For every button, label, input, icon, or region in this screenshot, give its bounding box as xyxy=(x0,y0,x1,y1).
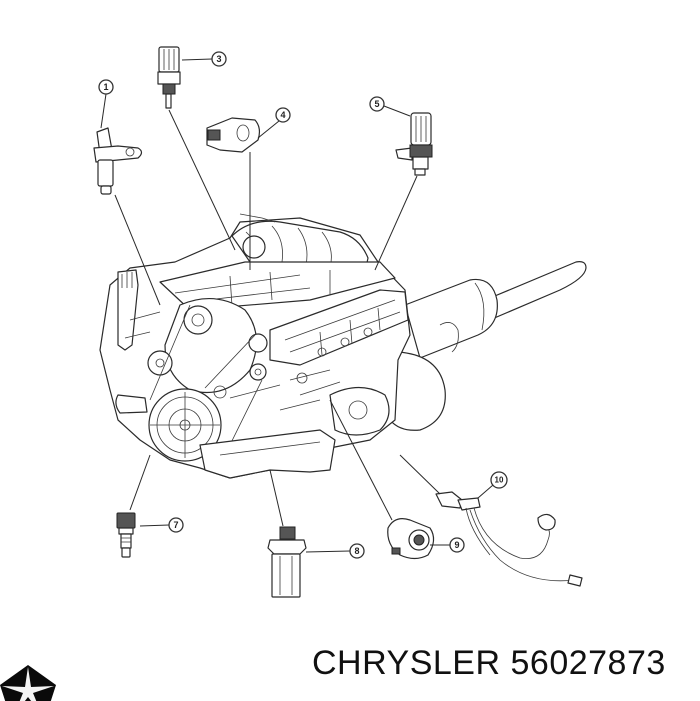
sensor-3-illustration xyxy=(157,46,181,109)
sensor-8-illustration xyxy=(267,526,307,598)
svg-text:1: 1 xyxy=(103,82,108,92)
brand-name: CHRYSLER xyxy=(312,644,501,682)
chrysler-pentastar-icon xyxy=(0,665,56,701)
svg-text:4: 4 xyxy=(280,110,285,120)
sensor-4-illustration xyxy=(206,117,261,153)
callout-4: 4 xyxy=(275,107,291,123)
svg-text:5: 5 xyxy=(374,99,379,109)
svg-text:3: 3 xyxy=(216,54,221,64)
svg-text:10: 10 xyxy=(495,476,504,485)
sensor-9-illustration xyxy=(387,518,435,560)
svg-text:8: 8 xyxy=(354,546,359,556)
callout-5: 5 xyxy=(369,96,385,112)
part-number: 56027873 xyxy=(510,644,666,682)
callout-10: 10 xyxy=(490,471,508,489)
callout-1: 1 xyxy=(98,79,114,95)
sensor-7-illustration xyxy=(116,512,136,558)
callout-9: 9 xyxy=(449,537,465,553)
leader-lines xyxy=(100,58,494,553)
exhaust-pipe-illustration xyxy=(389,261,587,431)
callout-8: 8 xyxy=(349,543,365,559)
part-label: CHRYSLER 56027873 xyxy=(312,644,666,683)
sensor-5-illustration xyxy=(395,112,433,176)
callout-3: 3 xyxy=(211,51,227,67)
engine-block-illustration xyxy=(99,213,411,479)
sensor-10-illustration xyxy=(435,491,583,587)
sensor-1-illustration xyxy=(93,127,143,195)
svg-text:9: 9 xyxy=(454,540,459,550)
svg-text:7: 7 xyxy=(173,520,178,530)
callout-7: 7 xyxy=(168,517,184,533)
